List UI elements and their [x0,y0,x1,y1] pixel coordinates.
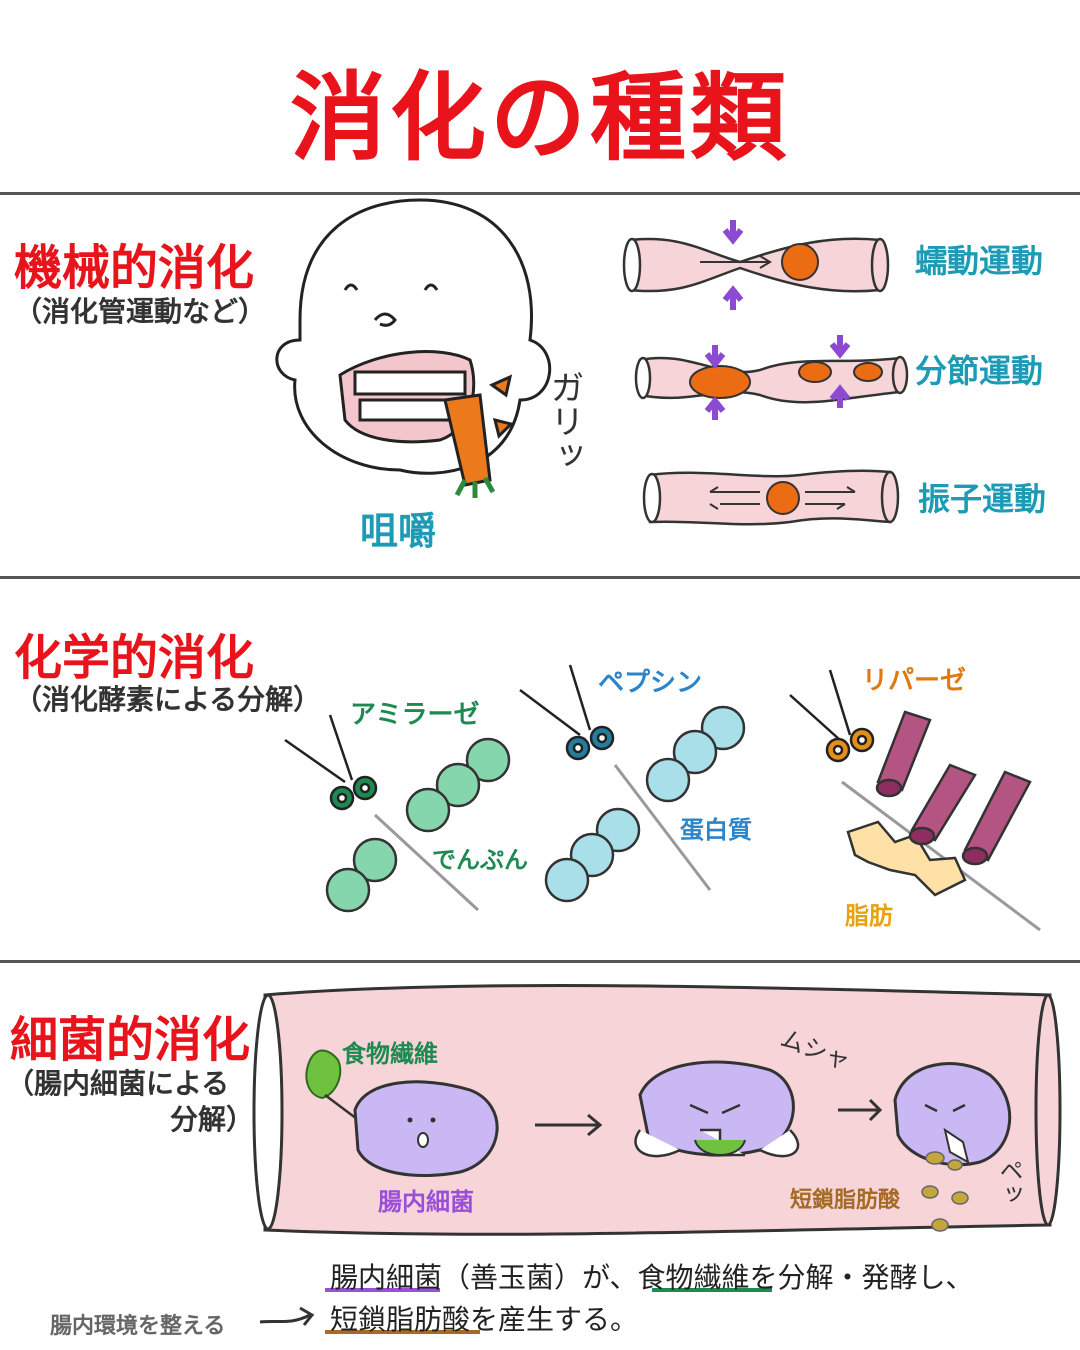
pendular-label: 振子運動 [918,480,1047,518]
divider [0,192,1080,195]
mechanical-subheading: （消化管運動など） [14,295,267,328]
pendular-tube [642,469,900,526]
pepsin-label: ペプシン [598,668,703,698]
carrot-shape [443,393,492,487]
peristalsis-label: 蠕動運動 [915,242,1044,280]
protein-chain [544,705,746,903]
bacterium-1 [353,1080,499,1178]
arrow-1 [535,1113,603,1137]
side-note: 腸内環境を整える [50,1314,226,1339]
fat-label: 脂肪 [845,902,893,930]
divider [0,576,1080,579]
summary-line-1: 腸内細菌（善玉菌）が、食物繊維を分解・発酵し、 [330,1256,974,1296]
segmentation-label: 分節運動 [915,352,1044,390]
divider [0,960,1080,963]
amylase-label: アミラーゼ [350,700,480,730]
lipase-scissors [789,669,1041,932]
summary-line-2: 短鎖脂肪酸を産生する。 [330,1298,638,1338]
chemical-heading: 化学的消化 [14,630,255,686]
summary-text-1: （善玉菌）が、 [442,1261,638,1294]
arrow-2 [838,1098,883,1122]
scfa-particles [921,1151,969,1232]
pepsin-scissors [519,664,712,891]
summary-fiber: 食物繊維 [637,1261,750,1294]
bacterial-subheading-line1: （腸内細菌による [6,1067,230,1100]
peristalsis-tube [622,220,890,310]
spit-sound: ペッ [995,1158,1023,1206]
summary-bacteria: 腸内細菌 [330,1261,443,1294]
summary-scfa: 短鎖脂肪酸 [330,1303,471,1336]
chemical-subheading: （消化酵素による分解） [14,683,322,716]
bacterium-2 [634,1060,800,1158]
starch-label: でんぷん [432,846,528,874]
fiber-label: 食物繊維 [342,1040,438,1068]
chew-label: 咀嚼 [360,509,437,553]
bacteria-label: 腸内細菌 [378,1188,474,1216]
crunch-sound: ガリッ [544,370,584,472]
bacterium-3 [893,1062,1012,1167]
fiber-piece [305,1049,366,1126]
scfa-label: 短鎖脂肪酸 [790,1188,901,1213]
amylase-scissors [284,714,480,912]
starch-chain [325,737,511,913]
bacterial-subheading-line2: 分解） [170,1103,255,1136]
note-arrow [259,1306,315,1326]
summary-text-3: を産生する。 [470,1303,639,1336]
protein-label: 蛋白質 [680,816,752,844]
mechanical-heading: 機械的消化 [14,240,255,296]
fat-molecule [846,710,1032,897]
chewing-face-illustration [275,198,552,498]
page-title: 消化の種類 [290,62,790,174]
bacterial-heading: 細菌的消化 [10,1012,251,1068]
lipase-label: リパーゼ [862,666,967,696]
segmentation-tube [634,335,909,420]
summary-text-2: を分解・発酵し、 [749,1261,974,1294]
